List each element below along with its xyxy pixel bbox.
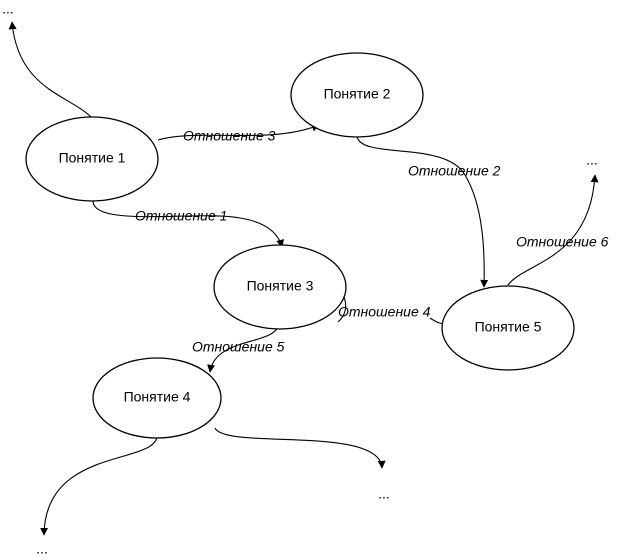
edge-relation-6 — [507, 174, 599, 286]
edge-label-relation-5: Отношение 5 — [192, 339, 285, 355]
node-concept-3: Понятие 3 — [213, 244, 347, 330]
edge-label-relation-2: Отношение 2 — [408, 163, 501, 179]
node-concept-4-label: Понятие 4 — [124, 389, 191, 405]
continuation-top-left: ... — [2, 1, 14, 17]
edge-label-relation-4: Отношение 4 — [338, 304, 431, 320]
edge-relation-1 — [92, 200, 285, 248]
edge-n1-to-continuation-top-left — [8, 21, 93, 119]
edge-label-relation-1: Отношение 1 — [135, 208, 227, 224]
edge-n4-to-continuation-bottom-left — [40, 436, 158, 536]
node-concept-2-label: Понятие 2 — [324, 86, 391, 102]
continuation-right: ... — [586, 152, 598, 168]
edge-relation-3 — [157, 124, 320, 141]
node-concept-2: Понятие 2 — [290, 52, 424, 138]
continuation-bottom-left: ... — [36, 541, 48, 557]
node-concept-5-label: Понятие 5 — [475, 319, 542, 335]
edge-label-relation-3: Отношение 3 — [183, 128, 276, 144]
continuation-bottom-right: ... — [378, 486, 390, 502]
node-concept-4: Понятие 4 — [92, 357, 222, 439]
node-concept-5: Понятие 5 — [441, 285, 575, 371]
node-concept-3-label: Понятие 3 — [247, 278, 314, 294]
node-concept-1: Понятие 1 — [25, 116, 159, 202]
node-concept-1-label: Понятие 1 — [59, 150, 126, 166]
edge-label-relation-6: Отношение 6 — [516, 234, 609, 250]
edge-relation-2 — [356, 135, 489, 288]
edge-relation-5 — [207, 326, 279, 373]
edge-n4-to-continuation-bottom-right — [214, 427, 386, 469]
